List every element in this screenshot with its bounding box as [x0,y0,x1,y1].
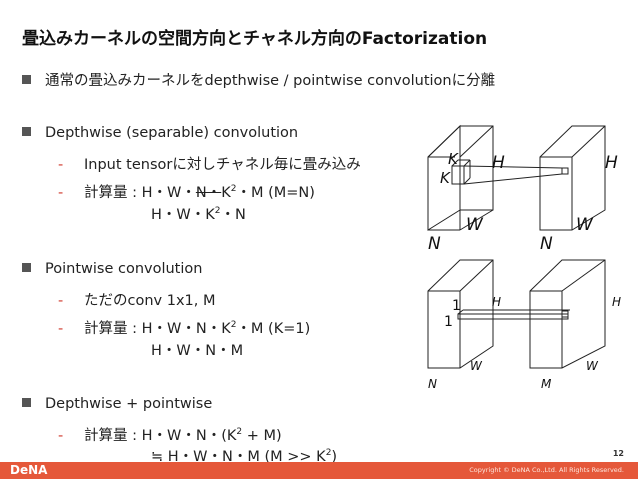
footer-bar [0,462,638,479]
page-number: 12 [612,449,624,458]
bullet-square-icon [22,263,31,272]
depthwise-sub-input: - Input tensorに対しチャネル毎に畳み込み [58,153,361,174]
slide-title: 畳込みカーネルの空間方向とチャネル方向のFactorization [22,29,488,49]
bullet-depthwise-pointwise: Depthwise + pointwise [22,396,212,412]
combined-cost-line2: ≒ H・W・N・M (M >> K2) [151,445,337,466]
cost-line2-sup: 2 [325,448,332,459]
cost-a: 計算量 : H・W・N・(K [84,428,237,444]
dena-logo: DeNA [10,463,48,477]
copyright-text: Copyright © DeNA Co.,Ltd. All Rights Res… [469,466,624,474]
cost-strike: N・ [195,185,222,201]
label-w-bottom-left: W [470,359,483,373]
top-projection-line-lower [463,173,563,185]
bottom-right-output-cell [561,310,569,318]
cost-a: 計算量 : H・W・N・K [84,321,231,337]
label-h-top-left: H [492,153,505,173]
pointwise-rod [457,309,570,320]
sub-text: Input tensorに対しチャネル毎に畳み込み [84,157,361,173]
bullet-square-icon [22,127,31,136]
top-left-kernel [451,159,471,185]
cost-line2-a: H・W・K [151,207,215,223]
label-h-top-right: H [605,153,618,173]
top-right-tensor [539,125,606,231]
pointwise-sub-conv: - ただのconv 1x1, M [58,289,215,310]
bullet-text: Depthwise (separable) convolution [45,125,299,141]
label-k-top: K [448,150,459,168]
dash-icon: - [58,428,64,444]
top-projection-line-upper [463,165,563,169]
label-n-top-left: N [428,234,441,254]
bullet-factorization: 通常の畳込みカーネルをdepthwise / pointwise convolu… [22,69,495,90]
label-h-bottom-right: H [612,295,621,309]
top-right-output-cell [561,167,569,175]
label-h-bottom-left: H [492,295,501,309]
dash-icon: - [58,157,64,173]
pointwise-sub-cost: - 計算量 : H・W・N・K2・M (K=1) [58,317,310,338]
dash-icon: - [58,321,64,337]
cost-b: ・M (K=1) [236,321,311,337]
bullet-text: Depthwise + pointwise [45,396,213,412]
cost-sup: 2 [236,427,243,438]
cost-prefix: 計算量 : H・W・ [84,185,196,201]
cost-line2-a: ≒ H・W・N・M (M >> K [151,449,326,465]
bullet-text: 通常の畳込みカーネルをdepthwise / pointwise convolu… [45,73,496,89]
cost-sup: 2 [230,184,237,195]
top-left-tensor [427,124,494,231]
bottom-right-tensor [529,259,606,369]
label-w-top-left: W [466,215,484,235]
cost-b: + M) [242,428,282,444]
label-one-top: 1 [452,298,461,314]
label-one-side: 1 [444,314,453,330]
label-n-bottom-left: N [428,377,437,391]
sub-text: ただのconv 1x1, M [84,293,216,309]
depthwise-sub-cost: - 計算量 : H・W・N・K2・M (M=N) [58,181,315,202]
cost-line2-sup: 2 [214,206,221,217]
combined-sub-cost: - 計算量 : H・W・N・(K2 + M) [58,424,282,445]
bullet-square-icon [22,398,31,407]
cost-line2-b: ・N [220,207,246,223]
bullet-pointwise: Pointwise convolution [22,261,202,277]
label-k-side: K [440,169,451,187]
cost-k: K [221,185,231,201]
bullet-square-icon [22,75,31,84]
cost-suffix: ・M (M=N) [236,185,315,201]
bullet-depthwise: Depthwise (separable) convolution [22,125,298,141]
cost-line2-b: ) [331,449,338,465]
label-w-top-right: W [576,215,594,235]
label-w-bottom-right: W [586,359,599,373]
label-n-top-right: N [540,234,553,254]
pointwise-cost-line2: H・W・N・M [151,343,244,359]
label-m-bottom-right: M [541,377,552,391]
bottom-left-tensor [427,259,494,369]
depthwise-cost-line2: H・W・K2・N [151,203,246,224]
dash-icon: - [58,293,64,309]
dash-icon: - [58,185,64,201]
bullet-text: Pointwise convolution [45,261,203,277]
cost-sup: 2 [230,320,237,331]
